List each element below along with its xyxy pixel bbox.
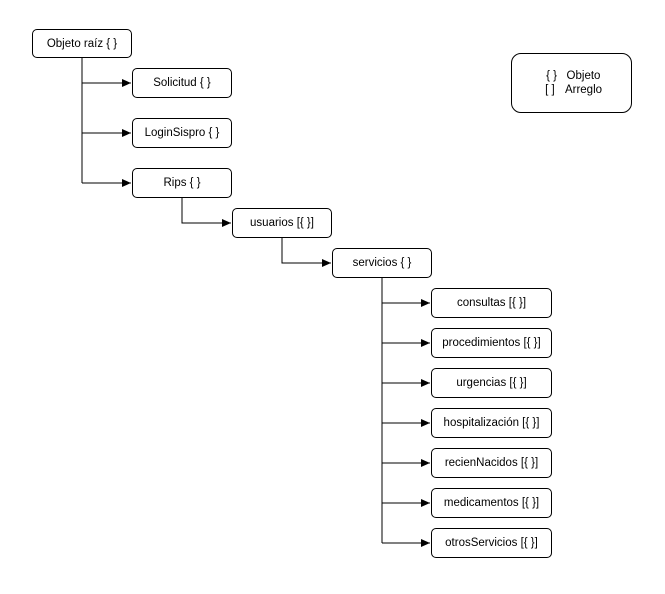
node-procedimientos[interactable]: procedimientos [{ }]: [431, 328, 552, 358]
legend-object-label: Objeto: [566, 70, 601, 82]
node-medicamentos[interactable]: medicamentos [{ }]: [431, 488, 552, 518]
node-reciennacidos[interactable]: recienNacidos [{ }]: [431, 448, 552, 478]
legend-box: { } Objeto [ ] Arreglo: [511, 53, 632, 113]
legend-row-object: { } Objeto: [543, 69, 601, 83]
edge-rips-usuarios: [181, 198, 231, 227]
node-solicitud[interactable]: Solicitud { }: [132, 68, 232, 98]
legend-array-symbol: [ ]: [545, 84, 555, 96]
edge-usuarios-servicios: [281, 238, 331, 267]
legend-array-label: Arreglo: [564, 84, 603, 96]
legend-row-array: [ ] Arreglo: [541, 83, 602, 97]
node-urgencias[interactable]: urgencias [{ }]: [431, 368, 552, 398]
node-rips[interactable]: Rips { }: [132, 168, 232, 198]
node-consultas[interactable]: consultas [{ }]: [431, 288, 552, 318]
node-loginsispro[interactable]: LoginSispro { }: [132, 118, 232, 148]
node-usuarios[interactable]: usuarios [{ }]: [232, 208, 332, 238]
legend-object-symbol: { }: [546, 70, 557, 82]
node-objeto-raiz[interactable]: Objeto raíz { }: [32, 29, 132, 58]
node-otrosservicios[interactable]: otrosServicios [{ }]: [431, 528, 552, 558]
node-hospitalizacion[interactable]: hospitalización [{ }]: [431, 408, 552, 438]
node-servicios[interactable]: servicios { }: [332, 248, 432, 278]
